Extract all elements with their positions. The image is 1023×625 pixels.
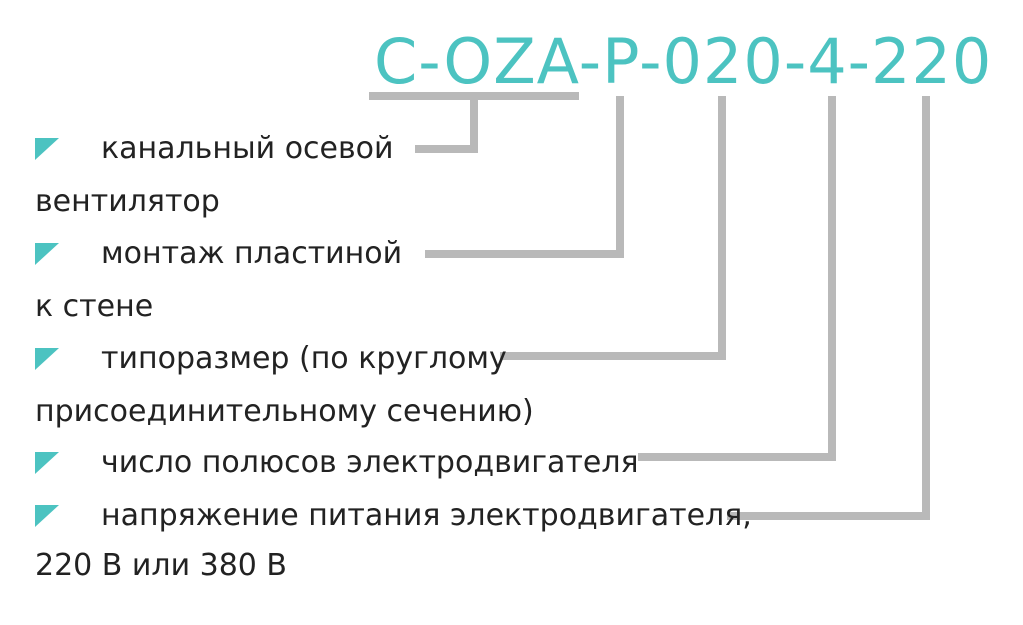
item-label: типоразмер (по круглому — [101, 341, 507, 376]
connector-poles — [638, 96, 836, 461]
item-voltage-line-1: напряжение питания электродвигателя, — [35, 498, 752, 534]
item-label: 220 В или 380 В — [35, 548, 287, 583]
model-code: C-OZA-P-020-4-220 — [374, 25, 993, 98]
item-label: монтаж пластиной — [101, 236, 403, 271]
item-label: вентилятор — [35, 184, 220, 219]
item-voltage-line-2: 220 В или 380 В — [35, 548, 287, 584]
item-size-line-1: типоразмер (по круглому — [35, 341, 507, 377]
item-poles-line-1: число полюсов электродвигателя — [35, 445, 639, 481]
triangle-bullet-icon — [35, 243, 59, 265]
item-series-line-1: канальный осевой — [35, 131, 394, 167]
connector-series — [369, 92, 579, 153]
item-label: к стене — [35, 289, 154, 324]
item-label: напряжение питания электродвигателя, — [101, 498, 752, 533]
connector-mounting — [425, 96, 624, 258]
item-mounting-line-1: монтаж пластиной — [35, 236, 402, 272]
connector-size — [500, 96, 726, 360]
item-label: канальный осевой — [101, 131, 394, 166]
item-mounting-line-2: к стене — [35, 289, 153, 325]
triangle-bullet-icon — [35, 505, 59, 527]
item-label: число полюсов электродвигателя — [101, 445, 639, 480]
triangle-bullet-icon — [35, 138, 59, 160]
triangle-bullet-icon — [35, 452, 59, 474]
item-series-line-2: вентилятор — [35, 184, 220, 220]
item-label: присоединительному сечению) — [35, 394, 534, 429]
item-size-line-2: присоединительному сечению) — [35, 394, 534, 430]
triangle-bullet-icon — [35, 348, 59, 370]
connector-voltage — [727, 96, 930, 520]
